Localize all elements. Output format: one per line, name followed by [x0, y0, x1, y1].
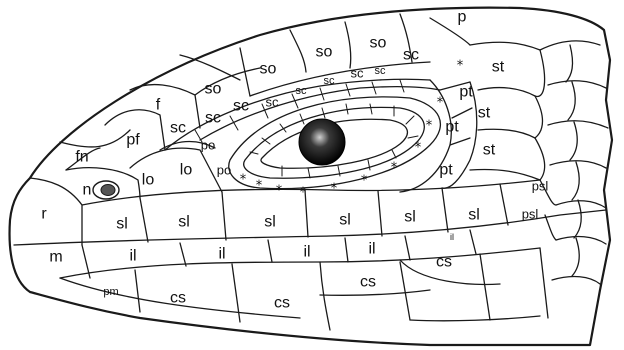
label-so: so — [205, 81, 222, 98]
label-psl: psl — [532, 179, 549, 194]
asterisk-marker: * — [391, 161, 398, 176]
label-sl: sl — [339, 212, 351, 229]
asterisk-marker: * — [300, 186, 307, 201]
asterisk-marker: * — [361, 174, 368, 189]
label-il: il — [303, 244, 310, 261]
label-so: so — [370, 35, 387, 52]
eye-pupil — [299, 119, 345, 165]
nostril-icon — [101, 185, 115, 196]
label-cs: cs — [436, 254, 452, 271]
label-so: so — [316, 44, 333, 61]
label-pt: pt — [439, 162, 453, 179]
label-cs: cs — [170, 290, 186, 307]
label-so: so — [260, 61, 277, 78]
label-sl: sl — [468, 207, 480, 224]
label-psl: psl — [522, 207, 539, 222]
label-n: n — [83, 182, 92, 199]
label-st: st — [492, 59, 505, 76]
label-sc: sc — [403, 47, 419, 64]
label-r: r — [41, 206, 47, 223]
label-f: f — [156, 97, 161, 114]
label-st: st — [478, 105, 491, 122]
label-sc: sc — [296, 85, 308, 97]
label-sl: sl — [116, 216, 128, 233]
label-sl: sl — [178, 214, 190, 231]
label-pt: pt — [445, 119, 459, 136]
label-sc: sc — [375, 65, 387, 77]
asterisk-marker: * — [426, 119, 433, 134]
label-sc: sc — [351, 66, 365, 81]
label-sc: sc — [324, 75, 336, 87]
label-sc: sc — [233, 98, 249, 115]
label-pt: pt — [459, 84, 473, 101]
label-il: il — [129, 248, 136, 265]
label-po: po — [201, 138, 215, 153]
asterisk-marker: * — [256, 179, 263, 194]
label-il: il — [218, 246, 225, 263]
label-po: po — [217, 163, 231, 178]
label-cs: cs — [360, 274, 376, 291]
label-il: il — [450, 232, 454, 242]
label-pm: pm — [103, 286, 118, 298]
asterisk-marker: * — [457, 59, 464, 74]
label-sc: sc — [205, 110, 221, 127]
label-sc: sc — [170, 120, 186, 137]
label-fn: fn — [75, 149, 88, 166]
label-lo: lo — [142, 172, 155, 189]
label-sl: sl — [404, 209, 416, 226]
asterisk-marker: * — [437, 96, 444, 111]
label-st: st — [483, 142, 496, 159]
label-sl: sl — [264, 214, 276, 231]
asterisk-marker: * — [240, 173, 247, 188]
label-m: m — [49, 249, 62, 266]
label-cs: cs — [274, 295, 290, 312]
asterisk-marker: * — [415, 141, 422, 156]
label-il: il — [368, 241, 375, 258]
label-lo: lo — [180, 162, 193, 179]
label-sc: sc — [266, 95, 280, 110]
label-pf: pf — [126, 132, 140, 149]
label-p: p — [458, 9, 467, 26]
asterisk-marker: * — [331, 182, 338, 197]
head-outline — [10, 8, 612, 345]
asterisk-marker: * — [276, 184, 283, 199]
